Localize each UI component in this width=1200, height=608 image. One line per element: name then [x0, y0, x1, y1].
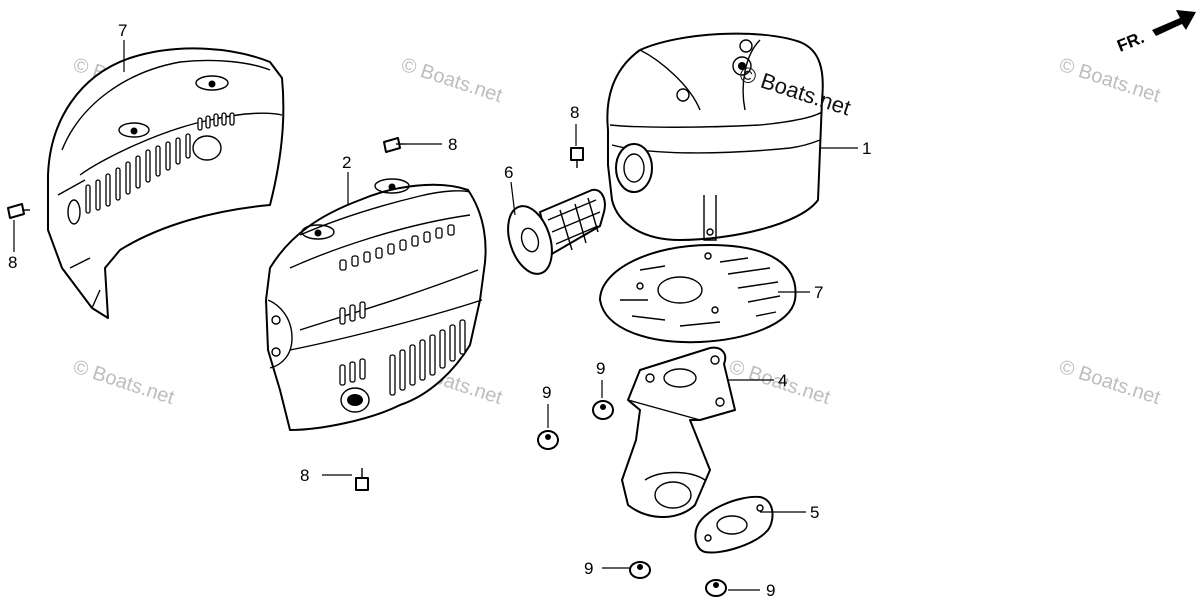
- muffler-protector-plate: [599, 244, 797, 344]
- arrow-icon: [1152, 10, 1196, 36]
- watermark: © Boats.net: [398, 54, 505, 107]
- front-direction-indicator: FR.: [1114, 10, 1196, 56]
- nut-icon: [592, 400, 614, 420]
- spark-arrester: [507, 188, 606, 275]
- callout-6: 6: [504, 163, 513, 182]
- watermark: © Boats.net: [1056, 356, 1163, 409]
- callout-8: 8: [8, 253, 17, 272]
- bolt-icon: [355, 468, 369, 491]
- callout-9: 9: [596, 359, 605, 378]
- bolt-icon: [383, 137, 406, 153]
- front-heat-shield: [265, 178, 487, 431]
- nut-icon: [537, 430, 559, 450]
- callout-8: 8: [570, 103, 579, 122]
- callout-8: 8: [448, 135, 457, 154]
- watermark: © Boats.net: [70, 356, 177, 409]
- callout-9: 9: [584, 559, 593, 578]
- callout-4: 4: [778, 371, 787, 390]
- nut-icon: [705, 579, 727, 597]
- front-direction-label: FR.: [1114, 28, 1147, 56]
- callout-9: 9: [542, 383, 551, 402]
- flange-nuts: [537, 400, 727, 597]
- rear-heat-shield: [47, 47, 285, 319]
- callout-1: 1: [862, 139, 871, 158]
- callout-7: 7: [814, 283, 823, 302]
- callout-9: 9: [766, 581, 775, 600]
- exhaust-gasket: [694, 495, 774, 554]
- muffler: [606, 32, 824, 241]
- callout-2: 2: [342, 153, 351, 172]
- callout-numbers: 7 2 1 6 7 4 5 8 8 8 8 9 9 9 9: [8, 21, 871, 600]
- callout-8: 8: [300, 466, 309, 485]
- leader-lines: [13, 40, 858, 591]
- callout-3: 7: [118, 21, 127, 40]
- bolt-icon: [570, 147, 584, 168]
- bolt-icon: [7, 203, 30, 219]
- flange-bolts: [7, 137, 584, 491]
- nut-icon: [629, 561, 651, 579]
- callout-5: 5: [810, 503, 819, 522]
- exhaust-pipe: [621, 346, 736, 518]
- watermark: © Boats.net: [1056, 54, 1163, 107]
